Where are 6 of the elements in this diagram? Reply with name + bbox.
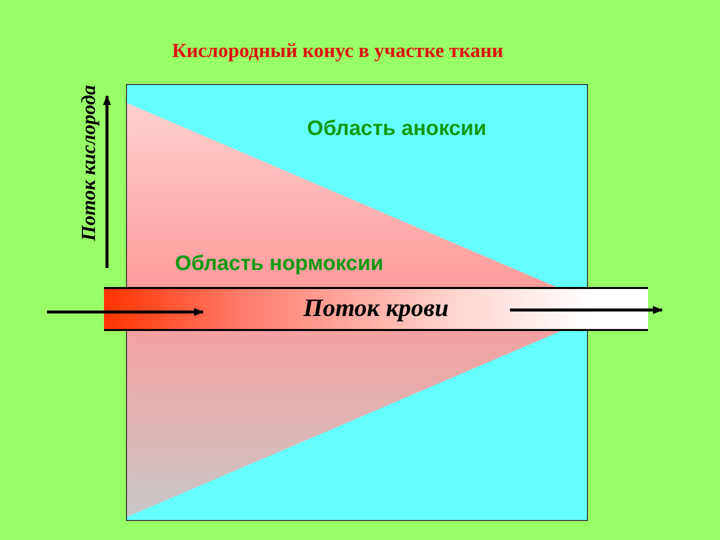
axis-label: Поток кислорода [77, 84, 101, 242]
blood-vessel [104, 287, 648, 331]
title: Кислородный конус в участке ткани [172, 39, 504, 64]
region-label: Область нормоксии [175, 251, 384, 277]
region-label: Область аноксии [307, 116, 486, 142]
vessel-label: Поток крови [303, 294, 449, 324]
